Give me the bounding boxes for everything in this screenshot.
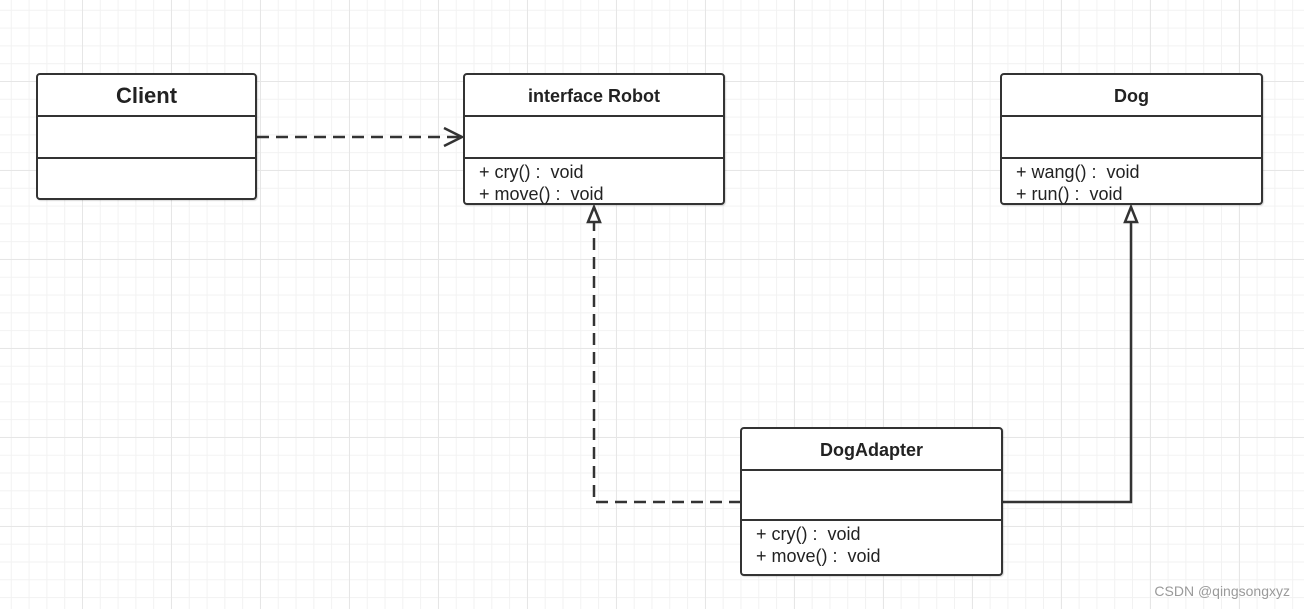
method-wang: + wang() : void [1016,162,1140,182]
class-name: Client [38,75,255,117]
adapter-dog-generalization-line [1001,221,1133,504]
attributes-section [465,117,723,159]
attributes-section [38,117,255,159]
method-move: + move() : void [756,546,881,566]
class-dog[interactable]: Dog + wang() : void + run() : void [1000,73,1263,205]
class-dogadapter[interactable]: DogAdapter + cry() : void + move() : voi… [740,427,1003,576]
methods-section: + wang() : void + run() : void [1002,159,1261,205]
methods-section: + cry() : void + move() : void [742,521,1001,567]
watermark: CSDN @qingsongxyz [1154,583,1290,599]
method-cry: + cry() : void [756,524,861,544]
class-name: interface Robot [465,75,723,117]
adapter-robot-arrowhead [586,203,602,224]
class-name: DogAdapter [742,429,1001,471]
adapter-robot-realization-line [592,221,741,504]
class-name: Dog [1002,75,1261,117]
method-run: + run() : void [1016,184,1123,204]
method-cry: + cry() : void [479,162,584,182]
methods-section: + cry() : void + move() : void [465,159,723,205]
method-move: + move() : void [479,184,604,204]
class-robot[interactable]: interface Robot + cry() : void + move() … [463,73,725,205]
client-robot-arrowhead [443,126,465,148]
class-client[interactable]: Client [36,73,257,200]
adapter-dog-arrowhead [1123,203,1139,224]
attributes-section [1002,117,1261,159]
attributes-section [742,471,1001,521]
